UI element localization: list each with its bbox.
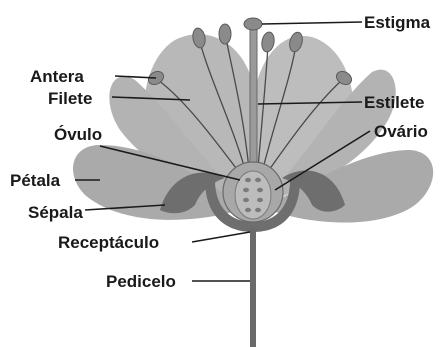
label-sepala: Sépala (28, 203, 83, 222)
label-ovario: Ovário (374, 122, 428, 141)
label-estilete: Estilete (364, 93, 424, 112)
label-antera: Antera (30, 67, 84, 86)
label-receptaculo: Receptáculo (58, 233, 159, 252)
pedicel (250, 228, 256, 347)
ovary-inner (235, 171, 271, 219)
label-ovulo: Óvulo (54, 125, 102, 144)
label-petala: Pétala (10, 171, 61, 190)
label-estigma: Estigma (364, 13, 431, 32)
style (250, 28, 257, 178)
label-pedicelo: Pedicelo (106, 272, 176, 291)
stigma (244, 18, 262, 30)
label-filete: Filete (48, 89, 92, 108)
